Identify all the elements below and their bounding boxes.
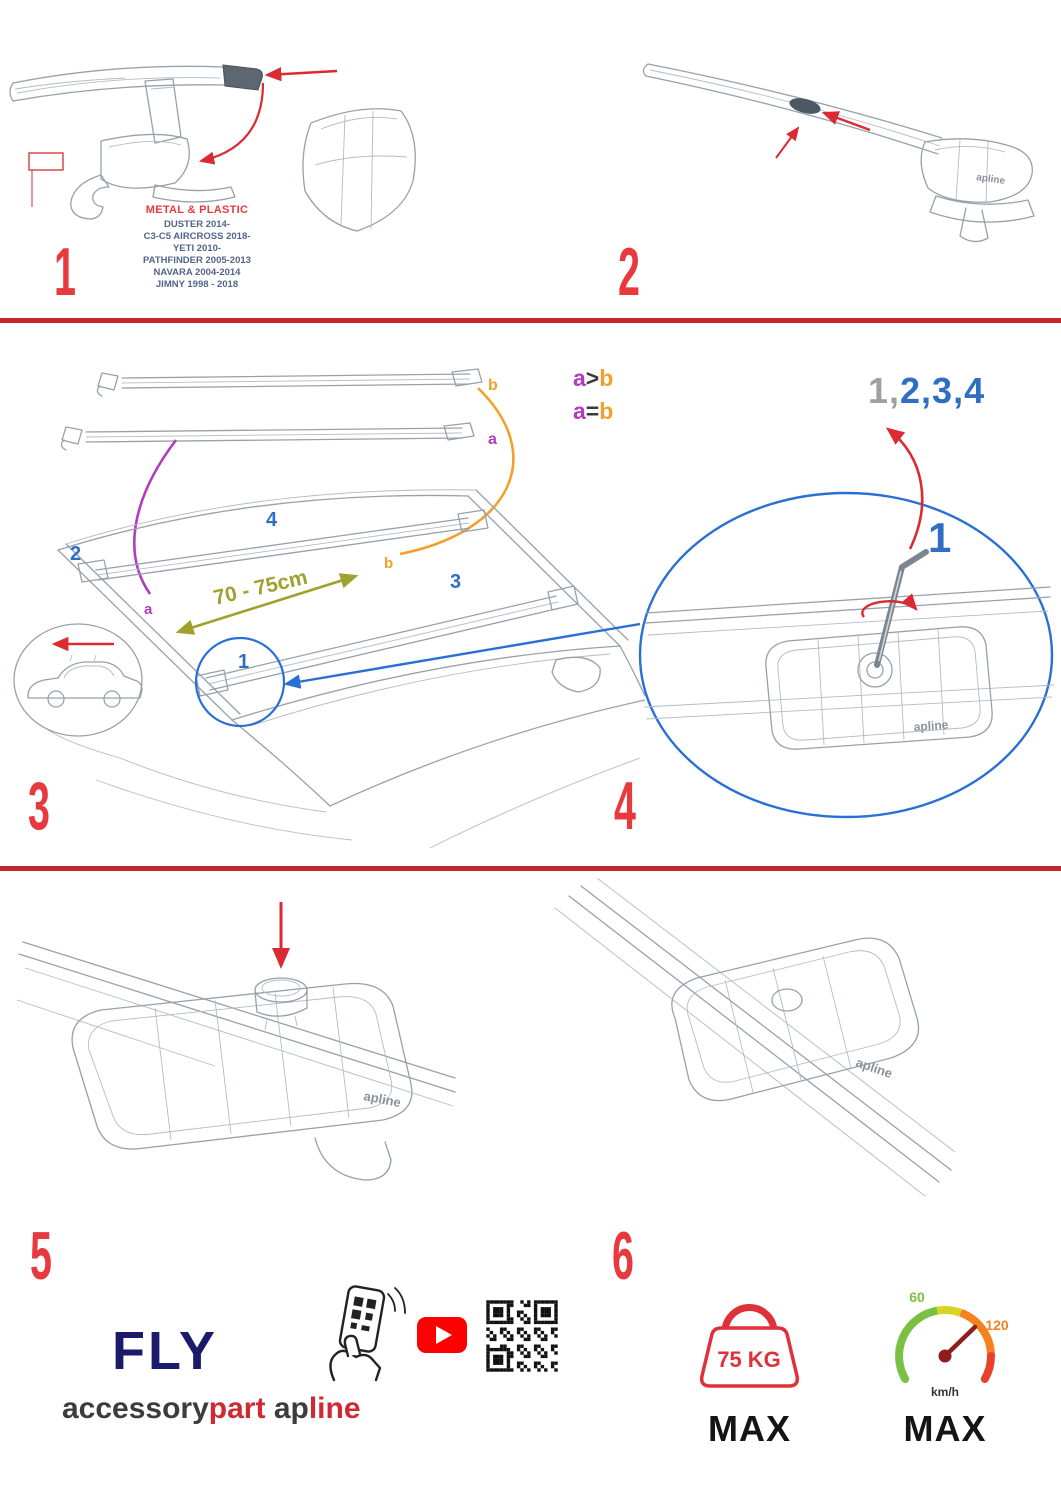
allen-key: [874, 549, 929, 668]
step-number-5: 5: [30, 1218, 52, 1294]
speed-high-label: 120: [985, 1317, 1009, 1333]
phone-scan-icon: [329, 1285, 406, 1382]
arrow-to-clamp-icon: [198, 82, 265, 165]
material-label: METAL & PLASTIC: [145, 204, 249, 216]
arrow-into-slot-icon: [821, 111, 871, 132]
model-line: YETI 2010-: [172, 243, 222, 254]
red-assembly-arrows: [28, 66, 338, 207]
arrow-to-endcap-icon: [264, 66, 338, 82]
step-number-4: 4: [614, 768, 636, 844]
curve-b-icon: [399, 387, 515, 556]
clamp-foot: apline: [920, 138, 1035, 243]
step4-drawing: apline: [638, 427, 1055, 819]
rotate-arrow-icon: [861, 593, 918, 618]
label-bar-b: b: [488, 377, 498, 394]
speed-unit-label: km/h: [931, 1385, 959, 1399]
apline-logo-text: apline: [362, 1088, 402, 1110]
apline-logo-text: apline: [913, 718, 949, 734]
highlight-box: [28, 152, 64, 171]
label-bar-a: a: [488, 431, 497, 448]
curve-a-icon: [133, 439, 178, 595]
model-line: DUSTER 2014-: [164, 219, 230, 230]
step-number-3: 3: [28, 768, 50, 844]
label-pos-1: 1: [238, 651, 249, 673]
weight-max-label: MAX: [708, 1408, 791, 1449]
distance-arrow-icon: [175, 573, 359, 635]
rail-lines: [554, 878, 955, 1197]
model-line: C3-C5 AIRCROSS 2018-: [143, 231, 251, 242]
label-roof-a: a: [144, 601, 153, 618]
locking-knob: [254, 977, 308, 1031]
car-roof-illustration: [47, 489, 645, 849]
clamp-assembly: [70, 78, 236, 220]
section-divider: [0, 318, 1061, 323]
model-compatibility-list: DUSTER 2014- C3-C5 AIRCROSS 2018- YETI 2…: [98, 219, 296, 291]
clamp-closed: apline: [671, 937, 920, 1102]
step-number-2: 2: [618, 234, 640, 310]
model-line: JIMNY 1998 - 2018: [155, 279, 239, 290]
speed-max-label: MAX: [903, 1408, 987, 1449]
loose-bar-a: [60, 422, 475, 451]
product-name: FLY: [112, 1321, 219, 1381]
step1-drawing: [9, 64, 416, 232]
label-roof-b: b: [384, 555, 393, 572]
loose-bar-b: [96, 368, 483, 397]
zoom-circle: [638, 491, 1054, 819]
step-number-6: 6: [612, 1218, 634, 1294]
speed-low-label: 60: [909, 1289, 925, 1305]
youtube-icon: [417, 1317, 467, 1353]
model-line: PATHFINDER 2005-2013: [143, 255, 251, 266]
red-insert-arrows: [775, 111, 871, 159]
brand-wordmark: accessorypart apline: [62, 1392, 361, 1425]
step-number-1: 1: [54, 234, 76, 310]
end-cap: [222, 64, 263, 91]
sequence-first-label: 1: [928, 514, 952, 561]
crossbar-rear: [77, 509, 489, 583]
speedometer-icon: 60 120 km/h: [895, 1289, 1009, 1399]
step5-left-drawing: apline: [16, 902, 456, 1181]
max-weight-value: 75 KG: [717, 1347, 781, 1372]
crossbar-profile: [9, 64, 263, 102]
clamp-detail: apline: [765, 626, 993, 750]
formula-a-equals-b: a=b: [573, 398, 614, 424]
label-pos-2: 2: [70, 543, 81, 565]
section-divider: [0, 866, 1061, 871]
rail-lines: [643, 586, 1055, 720]
sequence-arrow-icon: [885, 427, 924, 550]
weight-icon: 75 KG: [699, 1304, 800, 1388]
rail-lines: [16, 941, 456, 1107]
step5-right-drawing: apline: [554, 878, 955, 1197]
cover-piece: [302, 108, 416, 232]
tightening-sequence: 1,2,3,4: [868, 370, 986, 411]
crossbar-front: [195, 585, 579, 697]
label-pos-4: 4: [266, 509, 278, 531]
arrow-under-bar-icon: [775, 126, 800, 159]
clamp-with-knob: apline: [71, 977, 413, 1181]
crossbar-side: [642, 63, 943, 155]
bar-slot: [789, 98, 821, 114]
apline-logo-text: apline: [976, 172, 1007, 187]
label-pos-3: 3: [450, 571, 461, 593]
formula-a-greater-b: a>b: [573, 365, 614, 391]
car-direction-inset: [13, 623, 143, 737]
step3-drawing: b a: [13, 368, 645, 849]
model-line: NAVARA 2004-2014: [153, 267, 241, 278]
zoom-connector-icon: [283, 622, 641, 689]
step2-drawing: apline: [642, 63, 1035, 243]
qr-code: [482, 1296, 562, 1376]
